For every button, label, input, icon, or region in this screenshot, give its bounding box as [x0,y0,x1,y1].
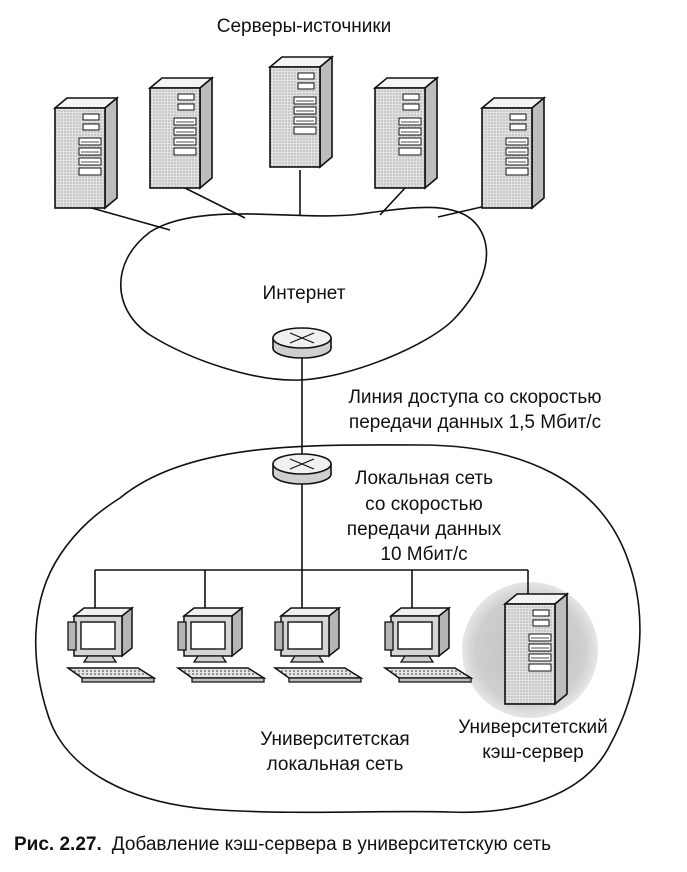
label-univ-lan-2: локальная сеть [267,754,404,775]
internet-cloud [119,206,488,381]
label-lan-1: Локальная сеть [355,468,493,489]
label-lan-4: 10 Мбит/с [380,544,467,565]
workstation-3 [274,607,362,683]
label-source-servers: Серверы-источники [217,16,392,37]
label-lan-3: передачи данных [347,519,502,540]
source-server-5 [481,97,545,209]
lan-backbone [94,476,529,613]
label-univ-lan-1: Университетская [260,729,409,750]
workstation-2 [177,607,265,683]
source-server-3 [269,56,333,168]
source-server-4 [374,77,438,189]
label-cache-2: кэш-сервер [482,742,583,763]
lan-cloud [34,444,641,814]
figure-caption: Рис. 2.27. Добавление кэш-сервера в унив… [14,834,551,855]
internet-router [272,327,332,359]
label-internet: Интернет [263,283,346,304]
lan-router [272,453,332,485]
label-cache-1: Университетский [458,717,607,738]
caption-text: Добавление кэш-сервера в университетскую… [112,834,551,855]
source-server-1 [54,97,118,209]
label-lan-2: со скоростью [365,494,483,515]
caption-prefix: Рис. 2.27. [14,834,102,855]
cache-server [504,593,568,705]
source-server-2 [149,77,213,189]
workstation-4 [384,607,472,683]
label-access-line-2: передачи данных 1,5 Мбит/с [349,412,601,433]
label-access-line-1: Линия доступа со скоростью [348,387,601,408]
workstation-1 [67,607,155,683]
